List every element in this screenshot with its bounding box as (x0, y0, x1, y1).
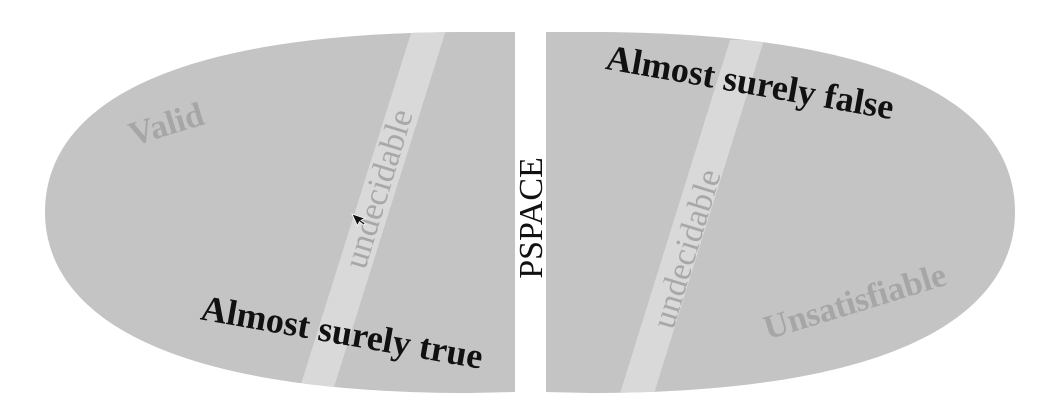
pspace-label: PSPACE (513, 157, 550, 279)
mouse-cursor-icon (351, 213, 367, 227)
right-undecidable-band (618, 40, 764, 393)
left-undecidable-band (296, 32, 446, 393)
